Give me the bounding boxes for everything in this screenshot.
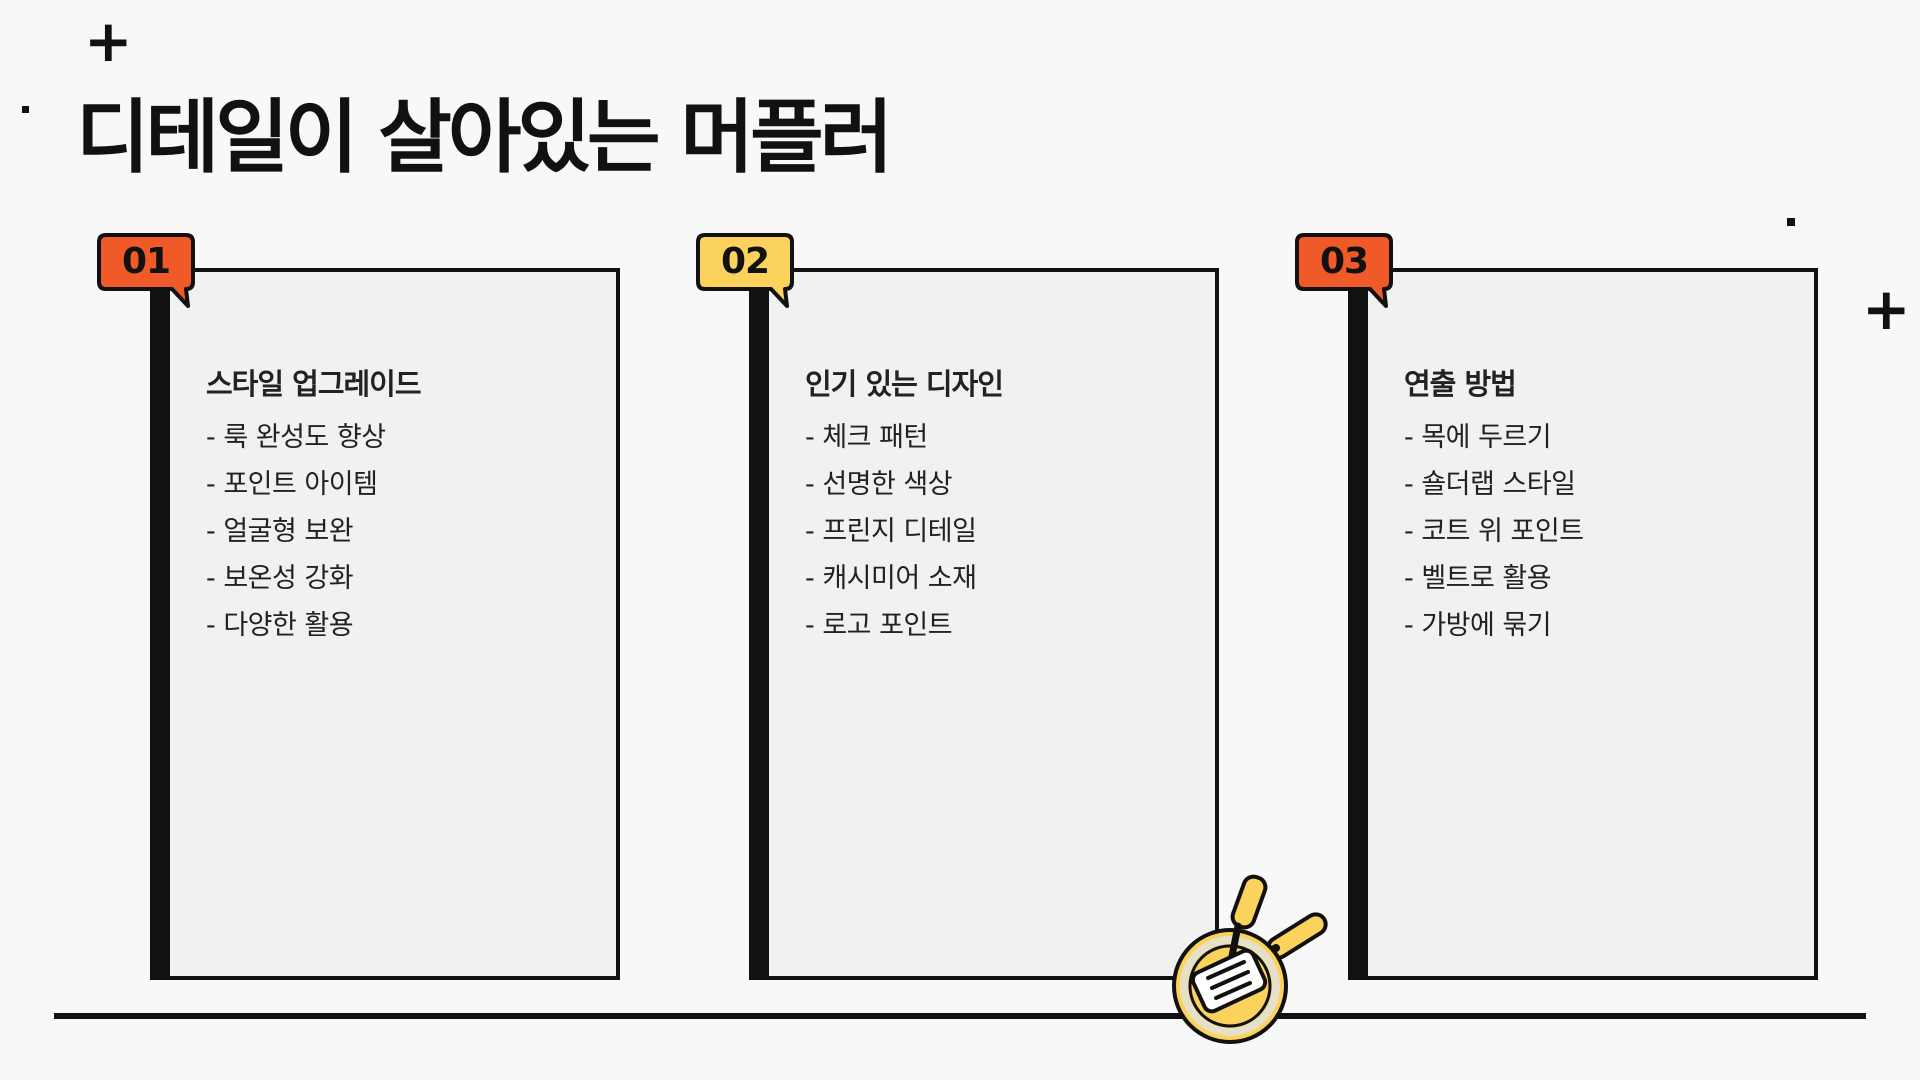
number-badge: 02	[695, 232, 795, 308]
card-content: 연출 방법 - 목에 두르기 - 숄더랩 스타일 - 코트 위 포인트 - 벨트…	[1404, 364, 1584, 649]
number-badge: 03	[1294, 232, 1394, 308]
card-content: 스타일 업그레이드 - 룩 완성도 향상 - 포인트 아이템 - 얼굴형 보완 …	[206, 364, 422, 649]
number-badge: 01	[96, 232, 196, 308]
page-title: 디테일이 살아있는 머플러	[76, 91, 893, 184]
list-item: - 룩 완성도 향상	[206, 422, 386, 453]
frying-pan-icon	[1160, 868, 1350, 1048]
plus-icon: +	[1862, 275, 1911, 343]
dot-icon	[22, 106, 29, 113]
card-content: 인기 있는 디자인 - 체크 패턴 - 선명한 색상 - 프린지 디테일 - 캐…	[805, 364, 1004, 649]
plus-icon: +	[84, 7, 133, 75]
list-item: - 숄더랩 스타일	[1404, 469, 1576, 500]
list-item: - 포인트 아이템	[206, 469, 378, 500]
speech-bubble-icon	[97, 233, 195, 308]
list-item: - 캐시미어 소재	[805, 563, 977, 594]
list-item: - 가방에 묶기	[1404, 610, 1552, 641]
card-heading: 스타일 업그레이드	[206, 367, 422, 401]
list-item: - 보온성 강화	[206, 563, 354, 594]
list-item: - 체크 패턴	[805, 422, 928, 453]
badge-number: 01	[121, 241, 171, 282]
list-item: - 목에 두르기	[1404, 422, 1552, 453]
baseline-divider	[54, 1013, 1866, 1019]
card-popular-design: 인기 있는 디자인 - 체크 패턴 - 선명한 색상 - 프린지 디테일 - 캐…	[749, 268, 1219, 980]
badge-number: 03	[1319, 241, 1369, 282]
card-heading: 연출 방법	[1404, 367, 1517, 401]
list-item: - 다양한 활용	[206, 610, 354, 641]
list-item: - 로고 포인트	[805, 610, 953, 641]
list-item: - 코트 위 포인트	[1404, 516, 1584, 547]
speech-bubble-icon	[696, 233, 794, 308]
card-list: - 목에 두르기 - 숄더랩 스타일 - 코트 위 포인트 - 벨트로 활용 -…	[1404, 414, 1584, 649]
card-list: - 체크 패턴 - 선명한 색상 - 프린지 디테일 - 캐시미어 소재 - 로…	[805, 414, 1003, 649]
list-item: - 벨트로 활용	[1404, 563, 1552, 594]
card-styling-methods: 연출 방법 - 목에 두르기 - 숄더랩 스타일 - 코트 위 포인트 - 벨트…	[1348, 268, 1818, 980]
card-list: - 룩 완성도 향상 - 포인트 아이템 - 얼굴형 보완 - 보온성 강화 -…	[206, 414, 421, 649]
dot-icon	[1787, 218, 1795, 226]
card-heading: 인기 있는 디자인	[805, 367, 1004, 401]
list-item: - 선명한 색상	[805, 469, 953, 500]
badge-number: 02	[720, 241, 770, 282]
speech-bubble-icon	[1295, 233, 1393, 308]
list-item: - 프린지 디테일	[805, 516, 977, 547]
list-item: - 얼굴형 보완	[206, 516, 354, 547]
card-style-upgrade: 스타일 업그레이드 - 룩 완성도 향상 - 포인트 아이템 - 얼굴형 보완 …	[150, 268, 620, 980]
